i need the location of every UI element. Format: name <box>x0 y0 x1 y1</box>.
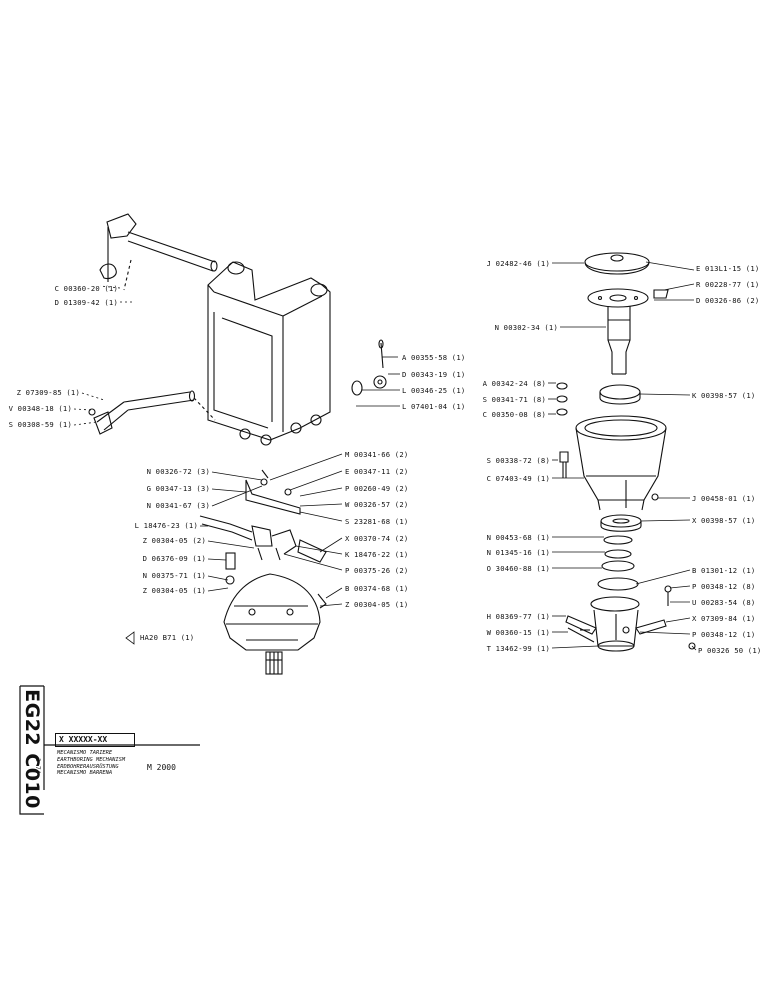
title-line-de: ERDBOHRERAUSRÜSTUNG <box>57 763 119 770</box>
part-number-box: X XXXXX-XX <box>55 733 135 747</box>
callout-G00347-13: G 00347-13 (3) <box>146 484 210 493</box>
callout-X07309-84: X 07309-84 (1) <box>692 614 756 623</box>
callout-Z07309-85: Z 07309-85 (1) <box>16 388 80 397</box>
fittings-and-gearbox <box>199 469 327 675</box>
callout-K00398-57: K 00398-57 (1) <box>692 391 756 400</box>
callout-T13462-99: T 13462-99 (1) <box>486 644 550 653</box>
callout-HA20-B71: HA20 B71 (1) <box>140 633 195 642</box>
callout-W00326-57: W 00326-57 (2) <box>345 500 409 509</box>
callout-J02482-46: J 02482-46 (1) <box>486 259 550 268</box>
callout-X00398-57: X 00398-57 (1) <box>692 516 756 525</box>
title-line-es: MECANISMO BARRENA <box>57 770 113 777</box>
title-line-en: EARTHBORING MECHANISM <box>57 756 126 763</box>
drawing-code: EG22 C010 <box>21 689 43 809</box>
callout-R00228-77: R 00228-77 (1) <box>696 280 760 289</box>
callout-D00326-86: D 00326-86 (2) <box>696 296 760 305</box>
callout-S23281-68: S 23281-68 (1) <box>345 517 409 526</box>
title-block-frame <box>19 685 200 815</box>
callout-H08369-77: H 08369-77 (1) <box>486 612 550 621</box>
callout-N01345-16: N 01345-16 (1) <box>486 548 550 557</box>
callout-N00453-68: N 00453-68 (1) <box>486 533 550 542</box>
callout-C00350-08: C 00350-08 (8) <box>482 410 546 419</box>
title-line-fr: MECANISMO TARIERE <box>57 750 113 756</box>
callout-Z00304-05-2: Z 00304-05 (2) <box>142 536 206 545</box>
callout-L07401-04: L 07401-04 (1) <box>402 402 466 411</box>
callout-C07403-49: C 07403-49 (1) <box>486 474 550 483</box>
callout-S00308-59: S 00308-59 (1) <box>8 420 72 429</box>
callout-P00326-50: P 00326 50 (1) <box>698 646 762 655</box>
callout-L00346-25: L 00346-25 (1) <box>402 386 466 395</box>
title-description: MECANISMO TARIERE EARTHBORING MECHANISM … <box>57 750 125 777</box>
part-number: X XXXXX-XX <box>59 735 108 744</box>
callout-E00347-11: E 00347-11 (2) <box>345 467 409 476</box>
callout-B00374-68: B 00374-68 (1) <box>345 584 409 593</box>
callout-A00355-58: A 00355-58 (1) <box>402 353 466 362</box>
callout-K18476-22: K 18476-22 (1) <box>345 550 409 559</box>
callout-N00326-72: N 00326-72 (3) <box>146 467 210 476</box>
side-reference: 3-74 <box>34 758 42 774</box>
callout-P00348-12-8: P 00348-12 (8) <box>692 582 756 591</box>
callout-D06376-09: D 06376-09 (1) <box>142 554 206 563</box>
callout-Z00304-05-1: Z 00304-05 (1) <box>142 586 206 595</box>
callout-U00283-54: U 00283-54 (8) <box>692 598 756 607</box>
callout-O30460-88: O 30460-88 (1) <box>486 564 550 573</box>
callout-S00341-71: S 00341-71 (8) <box>482 395 546 404</box>
callout-S00338-72: S 00338-72 (8) <box>486 456 550 465</box>
callout-E013L1-15: E 013L1-15 (1) <box>696 264 760 273</box>
drawing-code-block: EG22 C010 <box>20 686 44 814</box>
callout-V00348-18: V 00348-18 (1) <box>8 404 72 413</box>
callout-N00302-34: N 00302-34 (1) <box>494 323 558 332</box>
callout-X00370-74: X 00370-74 (2) <box>345 534 409 543</box>
callout-P00375-26: P 00375-26 (2) <box>345 566 409 575</box>
leader-lines <box>73 261 697 651</box>
model-name: M 2000 <box>147 763 176 772</box>
callout-A00342-24: A 00342-24 (8) <box>482 379 546 388</box>
callout-N00375-71: N 00375-71 (1) <box>142 571 206 580</box>
auger-drive-assembly <box>556 252 696 652</box>
callout-D01309-42: D 01309-42 (1) <box>54 298 118 307</box>
callout-N00341-67: N 00341-67 (3) <box>146 501 210 510</box>
callout-J00458-01: J 00458-01 (1) <box>692 494 756 503</box>
callout-C00360-20: C 00360-20 (1) <box>54 284 118 293</box>
callout-P00348-12-1: P 00348-12 (1) <box>692 630 756 639</box>
callout-M00341-66: M 00341-66 (2) <box>345 450 409 459</box>
callout-D00343-19: D 00343-19 (1) <box>402 370 466 379</box>
callout-P00260-49: P 00260-49 (2) <box>345 484 409 493</box>
callout-B01301-12: B 01301-12 (1) <box>692 566 756 575</box>
callout-Z00304-05-mid: Z 00304-05 (1) <box>345 600 409 609</box>
callout-W00360-15: W 00360-15 (1) <box>486 628 550 637</box>
pin-and-frame-assembly <box>88 213 387 446</box>
callout-L18476-23: L 18476-23 (1) <box>134 521 198 530</box>
